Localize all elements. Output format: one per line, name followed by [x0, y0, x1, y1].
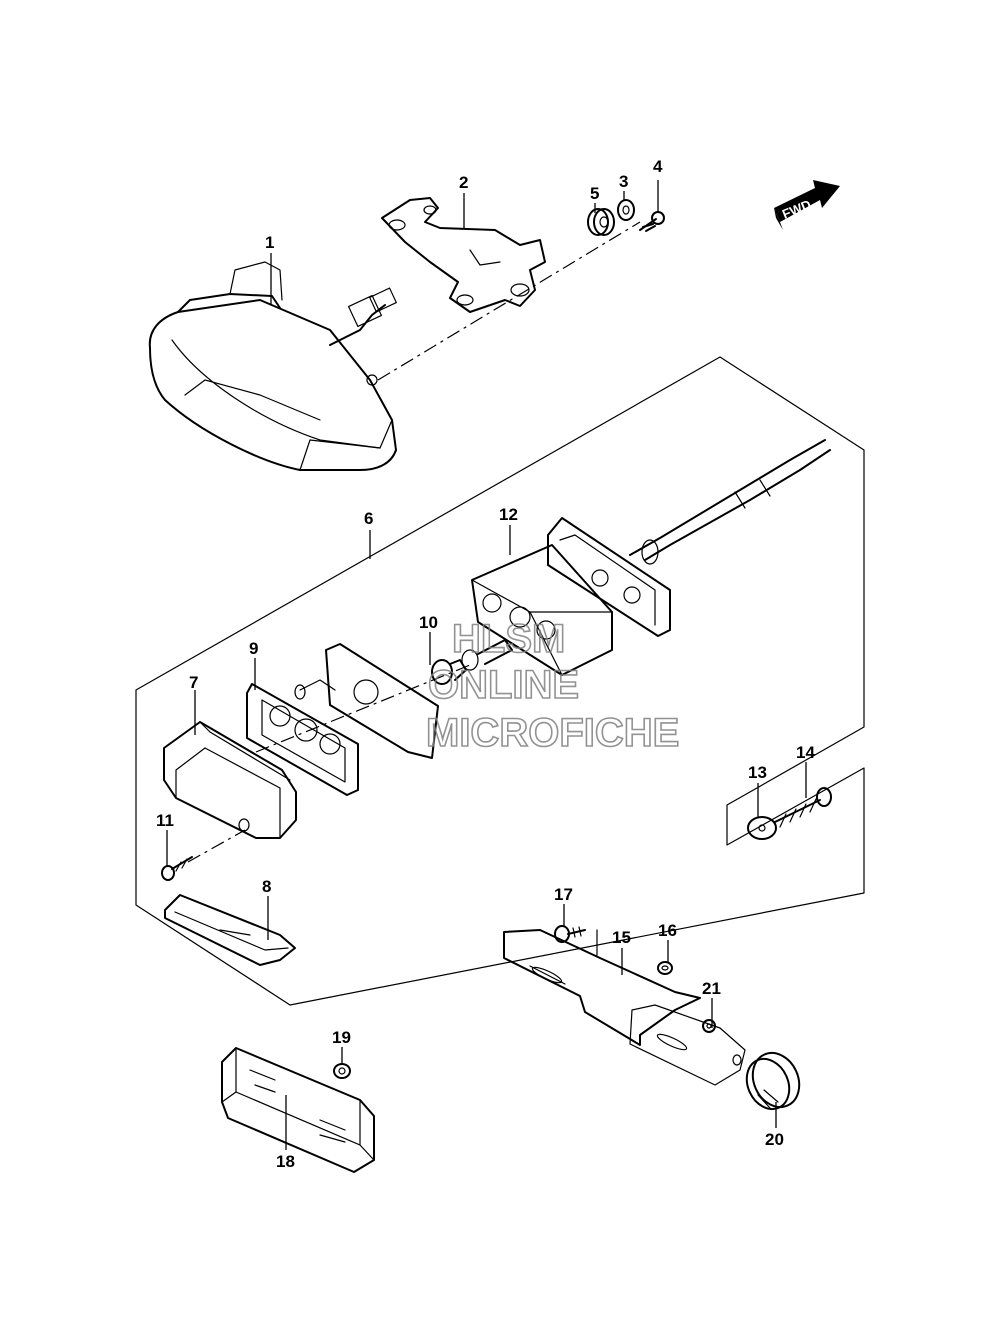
callout-4: 4 [653, 157, 663, 176]
callout-16: 16 [658, 921, 677, 940]
part-21-nut [702, 1019, 716, 1033]
callout-18: 18 [276, 1152, 295, 1171]
assembly-6-outline [135, 356, 865, 1006]
part-15-license-bracket [503, 929, 746, 1086]
socket-plate [294, 643, 439, 759]
callout-10: 10 [419, 613, 438, 632]
part-14-bolt [774, 787, 832, 828]
part-12-lens-housing [471, 544, 613, 676]
part-11-screw [161, 856, 193, 881]
watermark-line-1: HLSM [452, 617, 565, 661]
part-5-grommet [587, 208, 615, 236]
rear-gasket-with-wire [547, 439, 831, 637]
part-4-screw [639, 211, 665, 232]
part-2-bracket [381, 197, 546, 313]
part-13-washer [747, 816, 777, 840]
fwd-arrow-icon: FWD [774, 180, 840, 230]
assembly-axis-upper [377, 221, 641, 381]
callout-3: 3 [619, 172, 628, 191]
callout-11: 11 [156, 811, 174, 830]
callout-13: 13 [748, 763, 767, 782]
callout-5: 5 [590, 184, 599, 203]
part-17-screw [554, 925, 586, 943]
watermark: HLSM ONLINE MICROFICHE [425, 616, 680, 756]
part-3-washer [617, 199, 635, 221]
callout-6: 6 [364, 509, 373, 528]
part-7-lens [163, 721, 297, 839]
callout-21: 21 [702, 979, 721, 998]
assembly-axis-screw [187, 829, 246, 863]
part-8-reflector-strip [164, 894, 296, 966]
watermark-line-3: MICROFICHE [426, 711, 679, 755]
callout-1: 1 [265, 233, 274, 252]
part-16-nut [657, 961, 673, 975]
part-10-bulb [431, 639, 513, 685]
callout-7: 7 [189, 673, 198, 692]
fwd-label: FWD [780, 197, 813, 222]
callout-14: 14 [796, 743, 815, 762]
callout-19: 19 [332, 1028, 351, 1047]
callout-17: 17 [554, 885, 573, 904]
callout-2: 2 [459, 173, 468, 192]
part-1-tail-light [148, 261, 397, 471]
callout-8: 8 [262, 877, 271, 896]
callout-15: 15 [612, 928, 631, 947]
callout-9: 9 [249, 639, 258, 658]
leader-lines [166, 180, 807, 1150]
part-20-round-reflector [745, 1051, 801, 1111]
callout-20: 20 [765, 1130, 784, 1149]
part-18-rect-reflector [221, 1047, 375, 1173]
part-19-nut [333, 1063, 351, 1079]
assembly-axis-lens [255, 664, 471, 753]
part-9-gasket [246, 683, 359, 796]
watermark-line-2: ONLINE [428, 663, 579, 707]
callout-labels: 1 2 3 4 5 6 7 8 9 10 11 12 13 14 15 16 1… [156, 157, 815, 1171]
callout-12: 12 [499, 505, 518, 524]
